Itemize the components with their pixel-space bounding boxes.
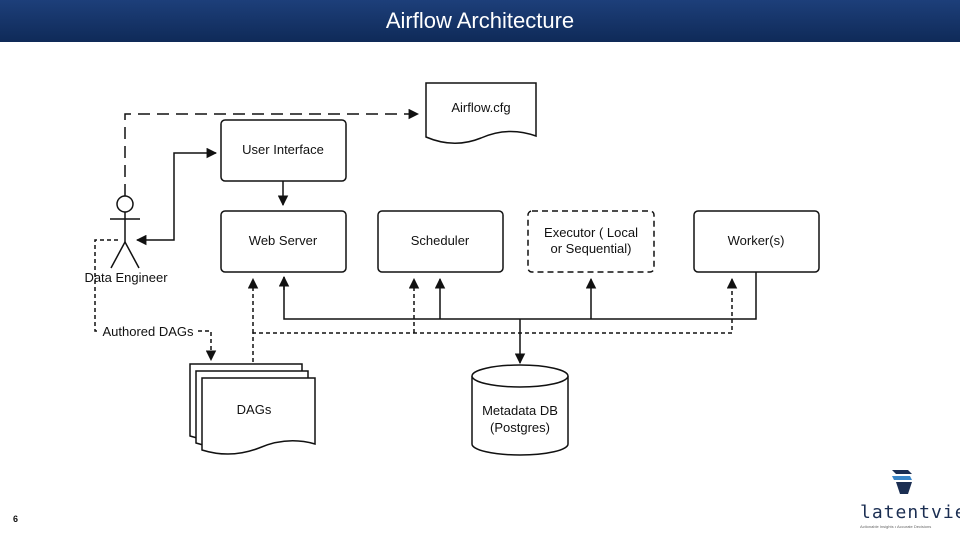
authored-dags-label: Authored DAGs: [102, 324, 194, 339]
page-number: 6: [13, 514, 19, 524]
airflow-cfg-node: Airflow.cfg: [425, 82, 537, 144]
edge-db-bus: [283, 272, 757, 320]
workers-node: Worker(s): [693, 210, 820, 273]
user-interface-label: User Interface: [242, 142, 324, 157]
scheduler-node: Scheduler: [377, 210, 504, 273]
user-interface-node: User Interface: [220, 119, 347, 182]
executor-label-line1: Executor ( Local: [544, 225, 638, 240]
edge-dags-dashed-bus: [252, 277, 738, 362]
data-engineer-actor: [110, 195, 140, 269]
edge-actor-to-ui: [135, 147, 218, 246]
web-server-label: Web Server: [249, 233, 318, 248]
edge-actor-to-config: [124, 108, 420, 196]
metadata-db-label-line1: Metadata DB: [482, 403, 558, 418]
dags-label: DAGs: [237, 402, 272, 417]
workers-label: Worker(s): [728, 233, 785, 248]
slide-title: Airflow Architecture: [0, 0, 960, 42]
web-server-node: Web Server: [220, 210, 347, 273]
logo-tagline: Actionable Insights • Accurate Decisions: [860, 524, 932, 529]
latentview-logo: latentview Actionable Insights • Accurat…: [856, 466, 960, 532]
authored-dags-label-bg: [97, 323, 197, 339]
metadata-db-node: Metadata DB (Postgres): [471, 364, 569, 456]
dags-node: DAGs: [189, 363, 316, 455]
scheduler-label: Scheduler: [411, 233, 470, 248]
executor-label-line2: or Sequential): [551, 241, 632, 256]
data-engineer-label: Data Engineer: [84, 270, 168, 285]
executor-node: Executor ( Local or Sequential): [527, 210, 655, 273]
metadata-db-label-line2: (Postgres): [490, 420, 550, 435]
edge-authored-dags: [94, 239, 217, 362]
logo-mark-icon: [892, 470, 912, 494]
logo-text: latentview: [860, 502, 960, 523]
airflow-cfg-label: Airflow.cfg: [451, 100, 510, 115]
